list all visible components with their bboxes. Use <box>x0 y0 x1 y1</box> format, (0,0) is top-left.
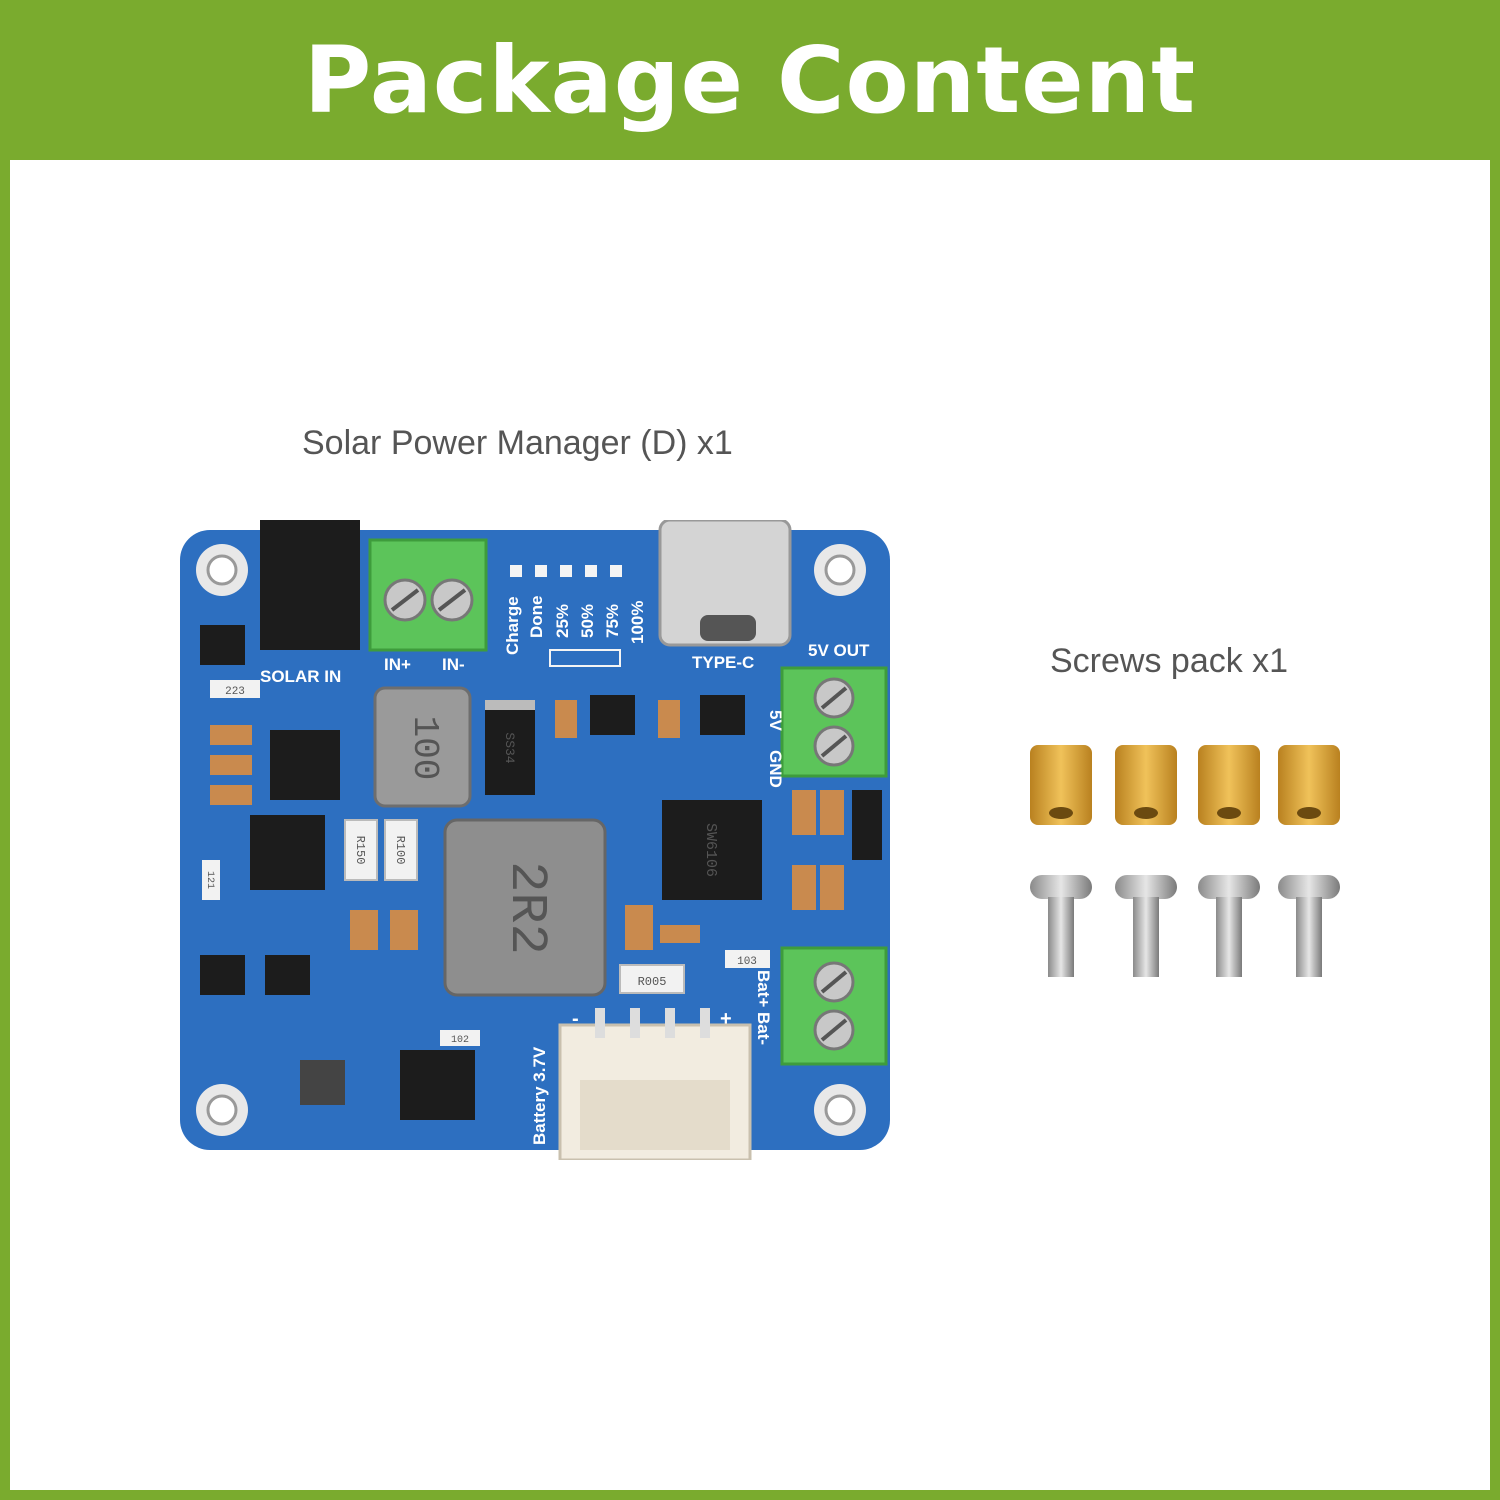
large-inductor: 2R2 <box>443 818 607 997</box>
resistor-223: 223 <box>210 680 260 698</box>
label-5v: 5V <box>766 710 785 731</box>
item-label-board: Solar Power Manager (D) x1 <box>302 424 733 462</box>
ic-chip <box>250 815 325 890</box>
svg-text:223: 223 <box>225 686 245 698</box>
label-battery: Battery 3.7V <box>530 1046 549 1145</box>
out-terminal-block <box>780 666 888 778</box>
label-minus: - <box>572 1008 579 1030</box>
label-bat-minus: Bat- <box>754 1012 773 1045</box>
header-bar: Package Content <box>0 0 1500 160</box>
label-in-minus: IN- <box>442 655 465 674</box>
label-plus: + <box>720 1008 732 1030</box>
resistor-102: 102 <box>440 1030 480 1046</box>
resistor-r005: R005 <box>619 964 685 994</box>
pcb-board-illustration: 100 2R2 SS34 SW6106 R150 R100 R005 223 <box>180 520 890 1160</box>
label-done: Done <box>527 596 546 639</box>
svg-text:R100: R100 <box>393 836 407 865</box>
label-type-c: TYPE-C <box>692 653 754 672</box>
svg-text:SS34: SS34 <box>502 732 517 763</box>
svg-text:103: 103 <box>737 956 757 968</box>
svg-text:SW6106: SW6106 <box>702 823 719 877</box>
label-75: 75% <box>603 604 622 638</box>
schottky-diode: SS34 <box>485 700 535 795</box>
svg-text:100: 100 <box>404 716 445 781</box>
svg-text:102: 102 <box>451 1035 469 1046</box>
resistor-r150: R150 <box>344 819 378 881</box>
label-in-plus: IN+ <box>384 655 411 674</box>
mounting-hole-icon <box>196 544 866 1136</box>
ic-chip <box>300 1060 345 1105</box>
label-solar-in: SOLAR IN <box>260 667 341 686</box>
page-title: Package Content <box>303 26 1197 134</box>
brass-standoff-icon <box>1030 745 1340 825</box>
resistor-103: 103 <box>725 950 770 968</box>
label-50: 50% <box>578 604 597 638</box>
capacitor <box>852 790 882 860</box>
usb-c-port <box>658 520 792 647</box>
label-25: 25% <box>553 604 572 638</box>
label-100: 100% <box>628 601 647 644</box>
svg-text:R005: R005 <box>638 975 667 989</box>
ic-chip <box>590 695 635 735</box>
ic-chip <box>200 625 245 665</box>
svg-text:121: 121 <box>204 871 215 889</box>
ic-chip <box>700 695 745 735</box>
label-charge: Charge <box>503 596 522 655</box>
label-gnd: GND <box>766 750 785 788</box>
dc-jack <box>260 520 360 650</box>
svg-text:R150: R150 <box>353 836 367 865</box>
svg-text:2R2: 2R2 <box>497 861 556 955</box>
ic-chip <box>400 1050 475 1120</box>
ic-chip <box>265 955 310 995</box>
item-label-screws: Screws pack x1 <box>1050 642 1289 680</box>
resistor-121: 121 <box>202 860 220 900</box>
battery-terminal-block <box>780 946 888 1066</box>
status-led <box>510 565 622 667</box>
main-controller-ic: SW6106 <box>662 800 762 900</box>
capacitor <box>210 700 844 950</box>
screw-icon <box>1030 875 1340 977</box>
solar-terminal-block <box>368 538 488 652</box>
ic-chip <box>200 955 245 995</box>
small-inductor: 100 <box>373 686 472 808</box>
label-5v-out: 5V OUT <box>808 641 870 660</box>
ic-chip <box>270 730 340 800</box>
screws-pack-illustration <box>1030 745 1340 977</box>
label-bat-plus: Bat+ <box>754 970 773 1007</box>
battery-connector <box>558 1008 752 1160</box>
resistor-r100: R100 <box>384 819 418 881</box>
